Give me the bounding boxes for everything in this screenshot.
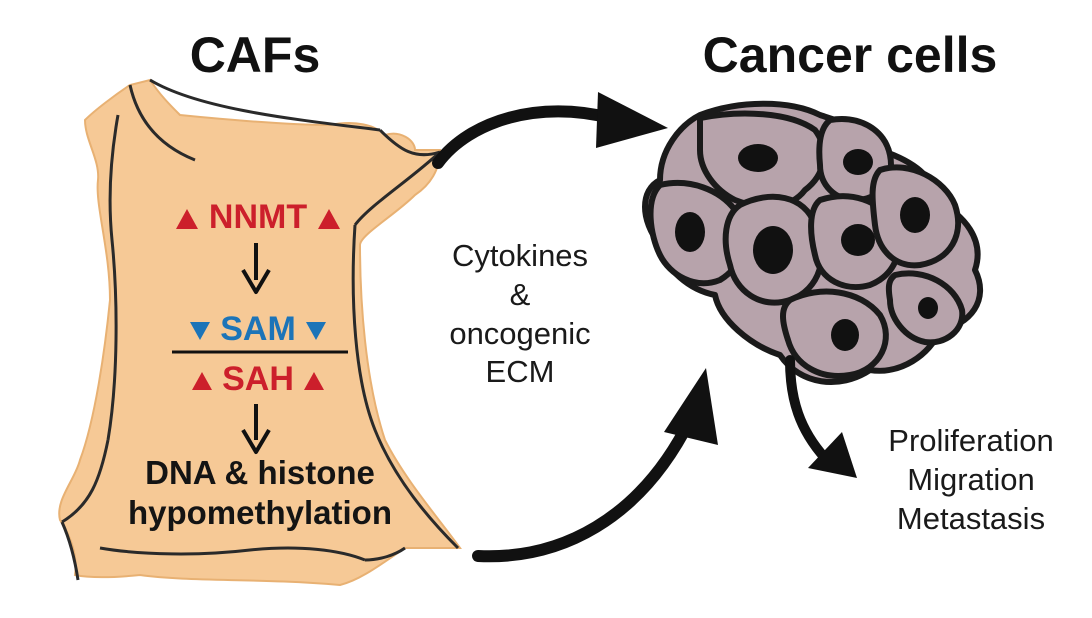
up-triangle-icon xyxy=(317,209,340,230)
outcome-line-1: DNA & histone xyxy=(145,454,375,491)
secreted-factors-label: Cytokines & oncogenic ECM xyxy=(420,237,620,392)
down-triangle-icon xyxy=(189,322,210,341)
effects-arrow xyxy=(785,355,830,463)
top-curved-arrowhead xyxy=(596,92,668,148)
up-triangle-icon xyxy=(176,209,199,230)
nuclei xyxy=(675,144,938,351)
up-triangle-icon xyxy=(191,372,212,391)
effect-migration: Migration xyxy=(907,461,1035,497)
sam-row: SAM xyxy=(170,312,346,346)
up-triangle-icon xyxy=(304,372,325,391)
effect-proliferation: Proliferation xyxy=(888,423,1054,458)
caf-arrow-1 xyxy=(241,243,271,294)
methylation-outcome: DNA & histone hypomethylation xyxy=(100,453,420,532)
caf-arrow-2 xyxy=(241,404,271,454)
effect-metastasis: Metastasis xyxy=(896,500,1046,536)
effects-arrowhead xyxy=(808,432,857,478)
bottom-curved-arrow xyxy=(472,414,696,563)
caf-cell xyxy=(58,78,462,587)
top-curved-arrow xyxy=(432,105,616,169)
down-triangle-icon xyxy=(306,322,327,341)
bottom-curved-arrowhead xyxy=(664,368,718,445)
nnmt-row: NNMT xyxy=(160,200,356,234)
caf-title: CAFs xyxy=(189,27,321,83)
sah-row: SAH xyxy=(170,362,346,396)
middle-line-4: ECM xyxy=(485,354,555,390)
middle-line-3: oncogenic xyxy=(449,315,591,351)
sah-label: SAH xyxy=(222,360,294,398)
effects-list: Proliferation Migration Metastasis xyxy=(860,422,1082,538)
nnmt-label: NNMT xyxy=(208,198,308,236)
middle-line-2: & xyxy=(509,276,531,312)
outcome-line-2: hypomethylation xyxy=(127,493,393,531)
sam-label: SAM xyxy=(220,310,296,348)
cancer-cells-title: Cancer cells xyxy=(702,27,998,83)
middle-line-1: Cytokines xyxy=(451,238,589,273)
